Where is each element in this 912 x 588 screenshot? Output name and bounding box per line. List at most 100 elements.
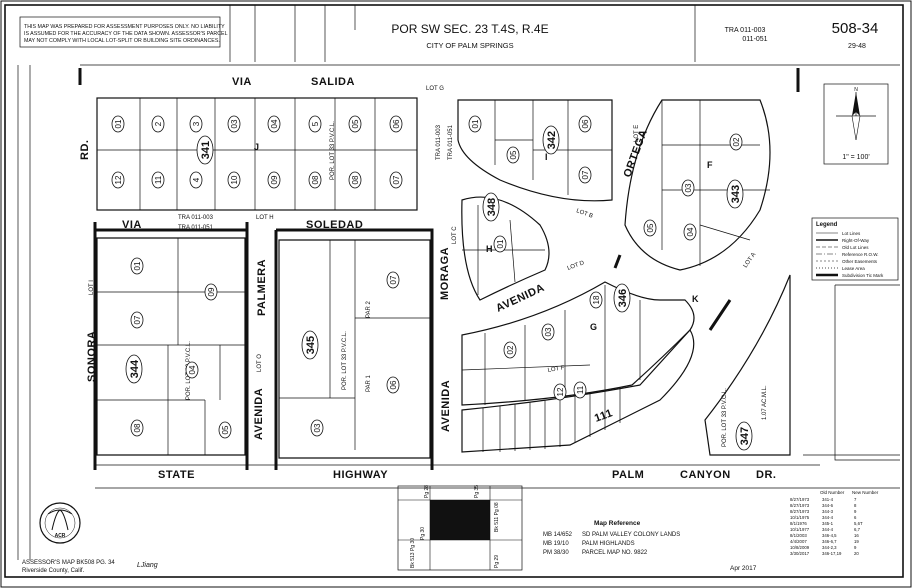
lot-number-circle [151,115,165,133]
north-arrow-icon: N [823,83,889,165]
block-343 [624,99,771,271]
street-moraga: MORAGA [439,247,451,300]
street-dr: DR. [756,469,776,481]
lot-number-circle [308,115,322,133]
por-lot-33-label: POR. LOT 33 P.V.C.L. [342,331,348,390]
change-table-cell: 9 [854,509,857,514]
change-table-cell: 16 [854,533,859,538]
page-number: 348 [486,198,498,216]
disclaimer-line-1: THIS MAP WAS PREPARED FOR ASSESSMENT PUR… [24,24,225,30]
lot-number-circle [389,171,403,189]
change-table-cell: 10/1/1977 [790,527,810,532]
change-table-cell: 10/8/2009 [790,545,810,550]
map-border [4,4,904,578]
lot-number: 07 [133,315,142,324]
lot-number-circle [111,171,125,189]
par-1-label: PAR 1 [366,374,372,392]
lot-number-circle [643,219,657,237]
tra-inline: TRA 011-051 [178,225,214,231]
street-canyon: CANYON [680,469,731,481]
lot-number-circle [130,419,144,437]
index-page-label: Pg 29 [494,555,500,568]
block-345 [278,239,431,459]
lot-number: 01 [471,119,480,128]
lot-number-circle [729,133,743,151]
street-state: STATE [158,469,195,481]
lot-number: 11 [154,175,163,184]
change-table-cell: 344-6 [822,503,834,508]
map-reference-desc: PARCEL MAP NO. 9822 [582,550,648,556]
lot-number: 08 [351,175,360,184]
map-reference: Map Reference MB 14/652 SD PALM VALLEY C… [543,520,680,556]
block-letter-g: G [590,322,597,332]
lot-number: 03 [230,119,239,128]
street-soledad: SOLEDAD [306,219,363,231]
index-page-label: Bk 511 Pg 08 [494,502,500,532]
block-346 [461,281,695,406]
index-page-label: Pg 28 [424,485,430,498]
legend-item: Lot Lines [842,231,861,236]
lot-number-circle [267,171,281,189]
page-number-ovals: 341 342 343 344 345 346 347 348 [125,125,753,451]
map-date: Apr 2017 [730,565,757,572]
lot-number-circle [493,235,507,253]
change-table-cell: 344-4 [822,527,834,532]
lot-number: 01 [133,261,142,270]
change-table-header: New Number [852,490,879,495]
street-highway: HIGHWAY [333,469,388,481]
section-grid [17,5,900,560]
lot-number: 09 [270,175,279,184]
par-2-label: PAR 2 [366,300,372,318]
change-table-cell: 341-4 [822,497,834,502]
lot-number: 01 [496,239,505,248]
lot-number: 03 [544,327,553,336]
lot-number: 05 [646,223,655,232]
change-table-cell: 20 [854,551,859,556]
lot-number: 05 [351,119,360,128]
street-avenida-1: AVENIDA [253,388,265,440]
lot-number-circle [578,166,592,184]
map-reference-desc: SD PALM VALLEY COLONY LANDS [582,532,680,538]
page-number: 345 [305,336,317,354]
change-table-cell: 8 [854,503,857,508]
lot-number: 04 [188,365,197,374]
lot-d-label: LOT D [567,260,586,272]
lot-number: 02 [732,137,741,146]
lot-number-circle [267,115,281,133]
lot-number: 4 [192,177,201,182]
lot-number-circle [589,291,603,309]
lot-number-circle [506,146,520,164]
lot-b-label: LOT B [575,208,593,220]
legend-title: Legend [816,222,838,228]
change-table-cell: 8/27/1973 [790,497,810,502]
legend-item: Old Lot Lines [842,245,869,250]
page-number: 342 [546,131,558,149]
block-letter-j: J [254,142,259,152]
book-page-number: 508-34 [832,20,879,37]
lot-number: 05 [221,425,230,434]
lot-o-label: LOT O [257,354,263,372]
por-lot-33-label: POR. LOT 33 P.V.C.L. [330,121,336,180]
change-table-cell: 10/1/1975 [790,515,810,520]
page-number: 347 [739,427,751,445]
block-348 [461,196,550,301]
lot-number: 02 [506,345,515,354]
street-palm: PALM [612,469,644,481]
lot-g-label: LOT G [426,86,444,92]
map-reference-ref: MB 19/10 [543,541,569,547]
lot-number: 03 [684,183,693,192]
change-table-cell: 346-17,19 [822,551,842,556]
disclaimer: THIS MAP WAS PREPARED FOR ASSESSMENT PUR… [19,16,228,48]
lot-number-circle [151,171,165,189]
tra-code-2: 011-051 [742,36,767,43]
map-reference-ref: MB 14/652 [543,532,573,538]
lot-e-label: LOT E [634,125,640,142]
change-table-cell: 344-4 [822,515,834,520]
street-palmera: PALMERA [256,259,268,316]
page-number: 341 [200,141,212,159]
legend-item: Reference R.O.W. [842,252,879,257]
block-341 [96,97,418,211]
lot-number-circle [308,171,322,189]
lot-number-circle [204,283,218,301]
